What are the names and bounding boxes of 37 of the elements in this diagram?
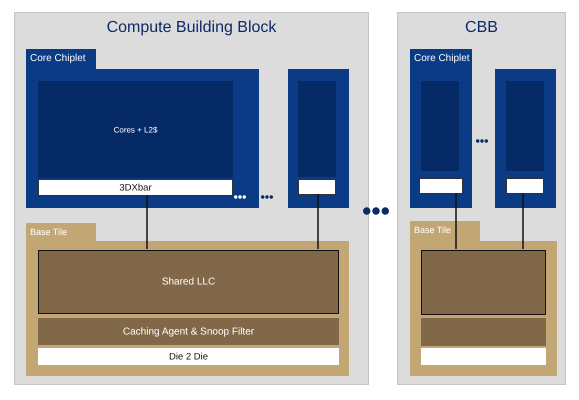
cache-block (38, 250, 339, 314)
chiplet-panel (288, 69, 349, 208)
interface-bar (419, 178, 463, 194)
block-panel (14, 12, 369, 385)
chiplet-panel (26, 49, 259, 208)
interface-bar (298, 179, 336, 195)
bar-label: Caching Agent & Snoop Filter (122, 326, 254, 337)
core-area (38, 81, 233, 178)
core-area (298, 81, 336, 177)
interface-bar (38, 179, 233, 196)
chiplet-label: Core Chiplet (414, 53, 470, 64)
block-panel (397, 12, 566, 385)
bar-label: 3DXbar (119, 182, 152, 193)
tile-label: Base Tile (414, 225, 452, 235)
interface-bar (421, 348, 546, 365)
base-tile-panel (26, 223, 349, 376)
core-area (421, 81, 459, 171)
interface-bar (506, 178, 544, 194)
cache-block (421, 250, 546, 315)
connector-line (317, 194, 319, 249)
core-area (506, 81, 544, 171)
agent-bar (421, 318, 546, 346)
connector-line (522, 193, 524, 249)
block-title: CBB (465, 19, 498, 37)
block-title: Compute Building Block (106, 19, 276, 37)
interface-bar (38, 348, 339, 365)
chiplet-panel (495, 69, 556, 208)
tile-label: Base Tile (30, 227, 68, 237)
bar-label: Die 2 Die (168, 351, 208, 362)
chiplet-label: Core Chiplet (30, 53, 86, 64)
chiplet-panel (410, 49, 472, 208)
connector-line (146, 195, 148, 249)
agent-bar (38, 318, 339, 345)
block-label: Shared LLC (162, 276, 216, 288)
core-label: Cores + L2$ (114, 125, 158, 134)
connector-line (455, 193, 457, 249)
base-tile-panel (410, 221, 557, 376)
